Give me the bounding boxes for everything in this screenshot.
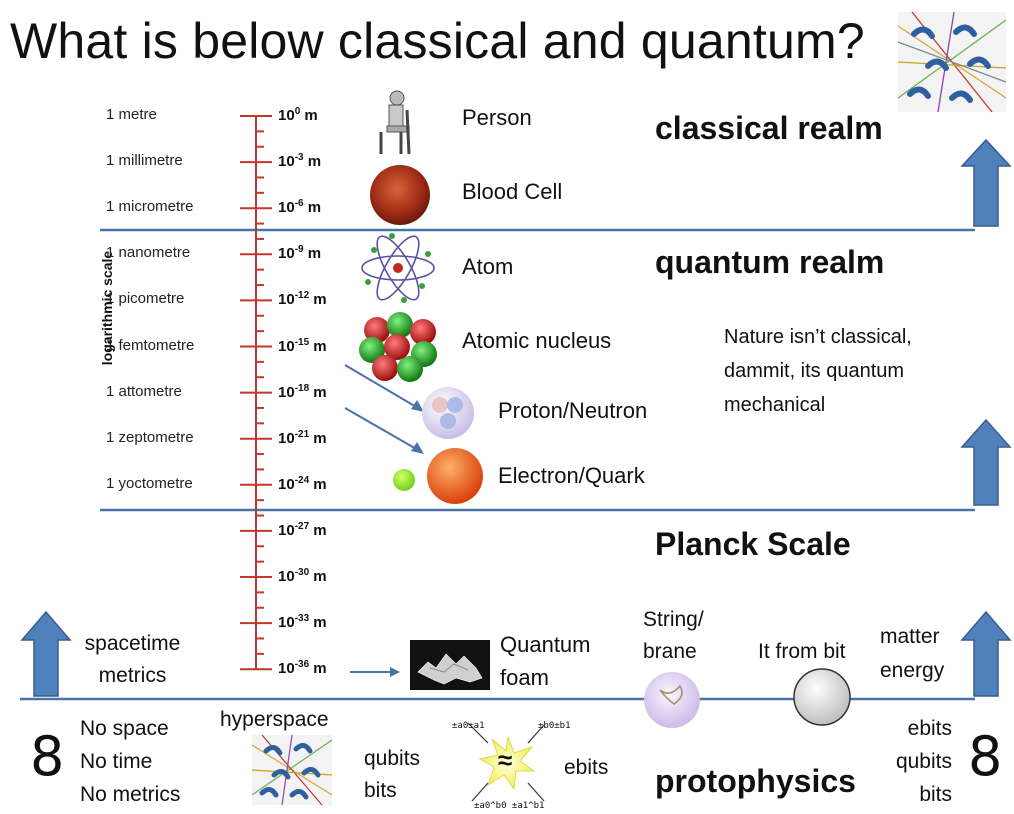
unit-label: 1 metre: [106, 106, 157, 123]
arrow-up-planck-right: [960, 610, 1012, 697]
power-label: 100 m: [278, 106, 318, 124]
hyperspace-label: hyperspace: [220, 708, 329, 731]
quantum-note-line: dammit, its quantum: [724, 360, 905, 382]
string-brane-line: String/: [643, 608, 704, 631]
realm-quantum: quantum realm: [655, 244, 885, 280]
lemniscate-left: 8: [30, 725, 65, 788]
matter-energy-label: matter energy: [880, 620, 944, 688]
unit-label: 1 zeptometre: [106, 428, 194, 446]
arrow-to-electron: [344, 407, 419, 451]
object-nucleus-label: Atomic nucleus: [462, 328, 612, 353]
power-label: 10-33 m: [278, 613, 327, 632]
power-label: 10-36 m: [278, 659, 327, 678]
quark-dot-icon: [393, 469, 415, 491]
string-brane-icon: [644, 672, 700, 728]
ebits-starburst-icon: [467, 722, 545, 802]
quantum-note-line: mechanical: [724, 394, 826, 416]
string-brane-label: String/ brane: [643, 604, 704, 668]
object-person-label: Person: [462, 105, 532, 130]
unit-label: 1 millimetre: [106, 152, 183, 170]
page-title: What is below classical and quantum?: [10, 13, 865, 69]
atom-icon: [361, 233, 435, 303]
object-foam-label-2: foam: [500, 665, 549, 690]
log-ruler: [240, 115, 272, 671]
object-electron-label: Electron/Quark: [498, 463, 645, 488]
quantum-note-line: Nature isn’t classical,: [724, 326, 912, 348]
spacetime-line: spacetime: [84, 632, 181, 655]
power-label: 10-12 m: [278, 290, 327, 309]
bit-sphere-icon: [793, 668, 851, 726]
electron-icon: [427, 448, 483, 504]
spacetime-line: metrics: [98, 664, 167, 687]
realm-protophysics: protophysics: [655, 763, 856, 799]
bottom-right-list: ebits qubits bits: [888, 712, 952, 811]
power-label: 10-3 m: [278, 152, 322, 171]
nucleus-icon: [359, 312, 437, 382]
object-atom-label: Atom: [462, 254, 514, 279]
object-foam-label-1: Quantum: [500, 632, 591, 657]
qubits-bits: qubits bits: [364, 743, 420, 807]
no-space-item: No metrics: [80, 783, 181, 806]
realm-planck: Planck Scale: [655, 526, 851, 562]
power-label: 10-30 m: [278, 567, 327, 585]
matter-energy-line: matter: [880, 625, 940, 648]
blood-cell-icon: [370, 165, 430, 225]
ebits-label: ebits: [564, 756, 609, 779]
arrow-up-quantum: [960, 418, 1012, 506]
unit-label: 1 femtometre: [106, 336, 195, 354]
qubits-bits-line: qubits: [364, 747, 421, 770]
object-proton-label: Proton/Neutron: [498, 398, 648, 423]
no-space-item: No space: [80, 717, 169, 740]
object-blood-cell-label: Blood Cell: [462, 179, 563, 204]
power-label: 10-6 m: [278, 198, 322, 217]
lemniscate-right: 8: [968, 725, 1003, 788]
hyperspace-tangle-icon: [251, 734, 333, 806]
qubits-bits-line: bits: [364, 779, 397, 802]
power-label: 10-9 m: [278, 244, 322, 263]
proton-icon: [422, 387, 474, 439]
unit-label: 1 nanometre: [106, 244, 191, 262]
realm-classical: classical realm: [655, 110, 883, 146]
matter-energy-line: energy: [880, 659, 945, 682]
arrow-up-planck-left: [20, 610, 72, 697]
ebit-formula-c: ±a0^b0 ±a1^b1: [474, 801, 545, 811]
ebit-formula-b: ±b0±b1: [538, 721, 571, 731]
unit-label: 1 yoctometre: [106, 474, 193, 492]
power-label: 10-18 m: [278, 382, 327, 401]
power-label: 10-24 m: [278, 474, 327, 493]
unit-label: 1 picometre: [106, 290, 185, 308]
power-label: 10-27 m: [278, 520, 327, 539]
it-from-bit-label: It from bit: [758, 640, 846, 663]
unit-label: 1 micrometre: [106, 198, 194, 216]
bottom-right-item: bits: [919, 783, 952, 806]
quantum-note: Nature isn’t classical, dammit, its quan…: [724, 320, 912, 422]
power-label: 10-21 m: [278, 428, 327, 447]
ebit-formula-a: ±a0±a1: [452, 721, 485, 731]
no-space-list: No space No time No metrics: [80, 712, 180, 811]
quantum-foam-icon: [410, 640, 490, 690]
string-brane-line: brane: [643, 640, 697, 663]
hyperspace-corner-icon: [897, 11, 1007, 113]
unit-label: 1 attometre: [106, 382, 182, 400]
power-label: 10-15 m: [278, 336, 327, 355]
person-icon: [379, 90, 411, 155]
approx-icon: ≈: [498, 745, 513, 775]
no-space-item: No time: [80, 750, 153, 773]
arrow-up-classical: [960, 138, 1012, 227]
arrow-to-proton: [344, 364, 419, 409]
bottom-right-item: qubits: [895, 750, 952, 773]
spacetime-metrics: spacetime metrics: [80, 628, 185, 692]
bottom-right-item: ebits: [907, 717, 952, 740]
